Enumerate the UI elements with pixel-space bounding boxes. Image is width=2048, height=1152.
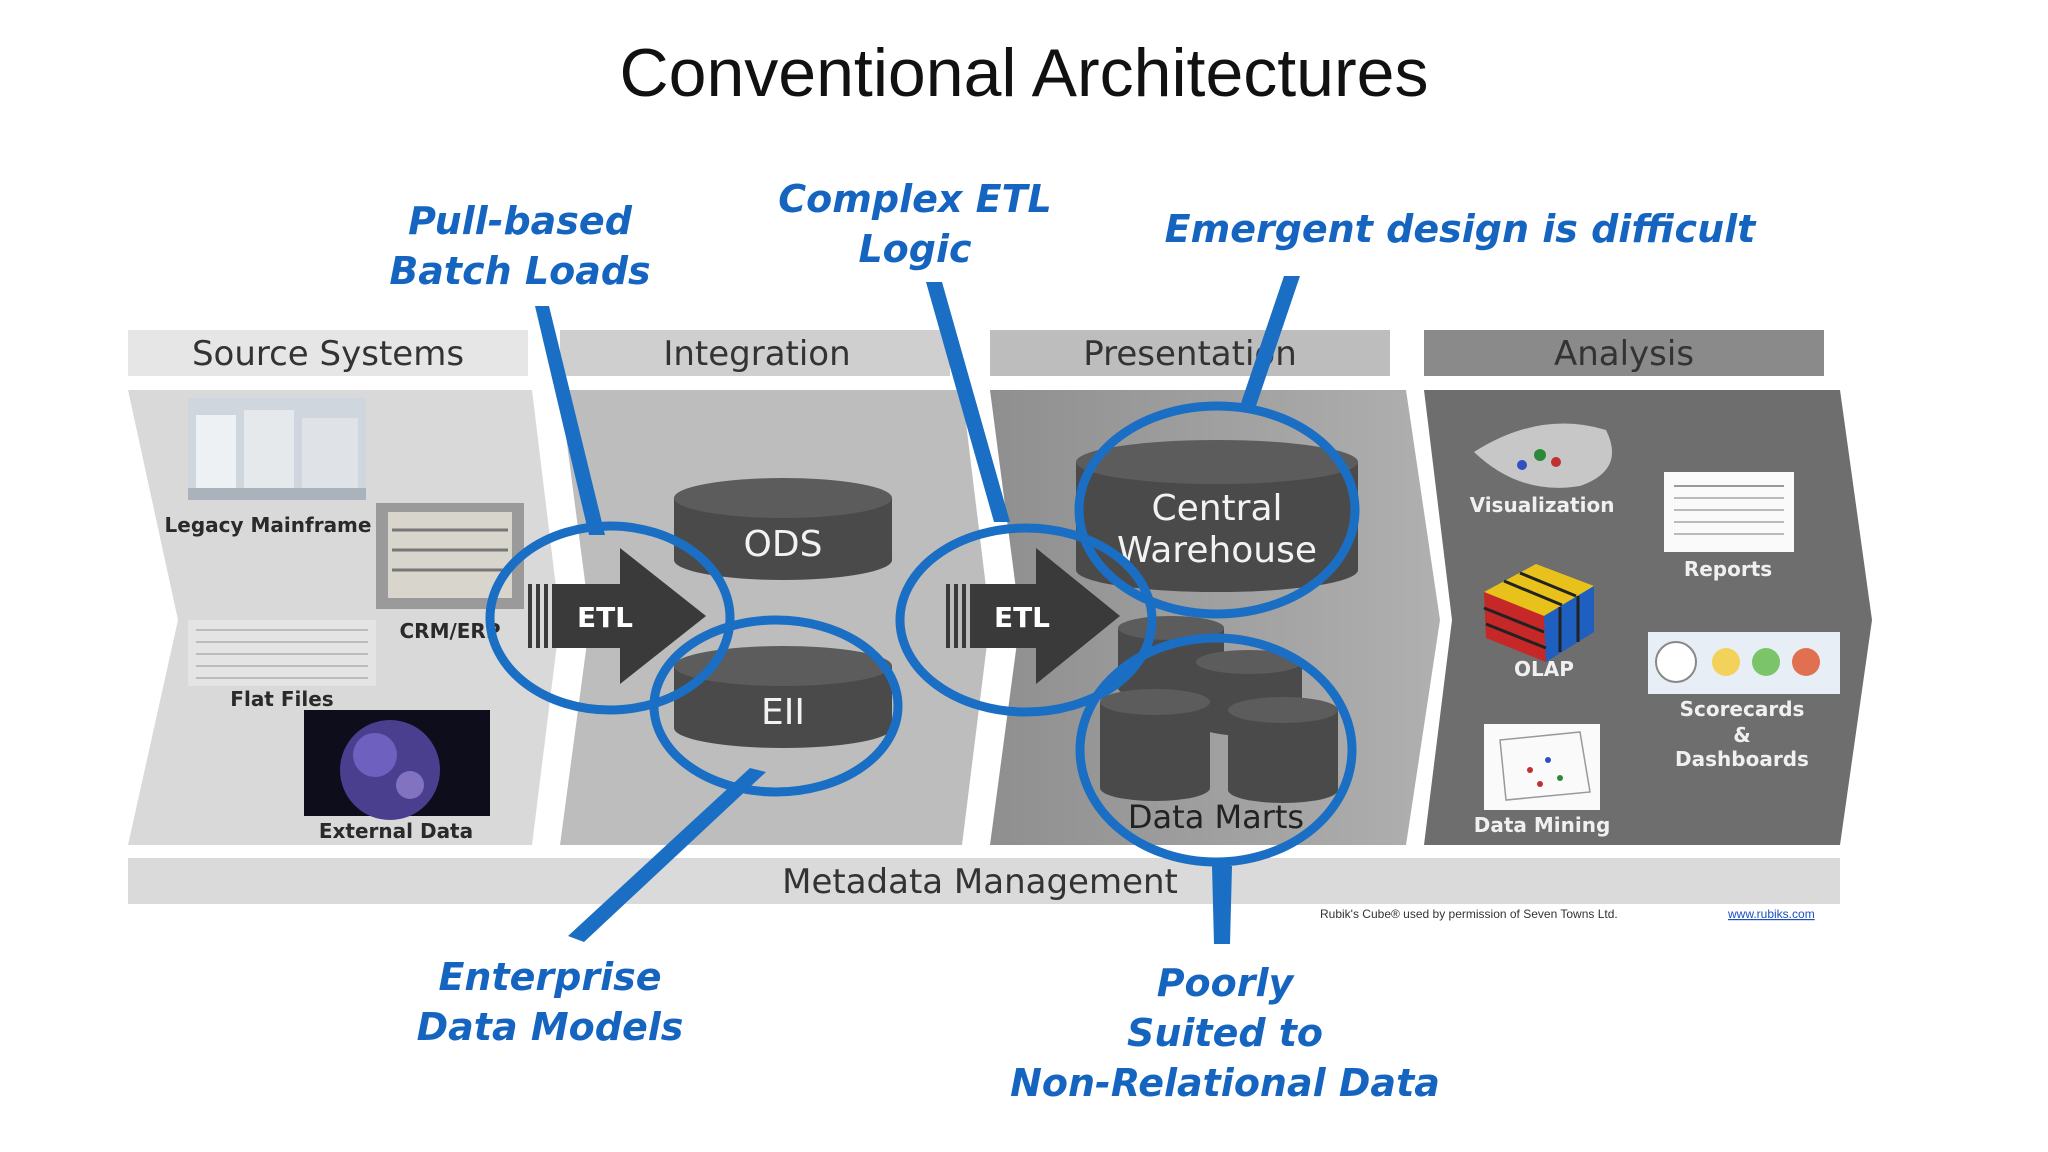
callout-circles xyxy=(485,401,1360,867)
eii-label: EII xyxy=(761,692,805,733)
legacy-mainframe-label: Legacy Mainframe xyxy=(165,513,372,537)
legacy-mainframe-image xyxy=(188,398,366,500)
data-mining-label: Data Mining xyxy=(1474,813,1611,837)
callout-enterprise-line2: Data Models xyxy=(416,1005,684,1049)
crm-erp-label: CRM/ERP xyxy=(399,619,500,643)
ods-cylinder xyxy=(674,478,892,580)
visualization-label: Visualization xyxy=(1470,493,1615,517)
callout-complex-etl: Complex ETL Logic xyxy=(760,174,1070,274)
scorecards-label-1: Scorecards xyxy=(1680,697,1805,721)
crm-erp-image xyxy=(376,503,524,609)
olap-label: OLAP xyxy=(1514,657,1574,681)
metadata-bar xyxy=(128,858,1840,904)
scorecards-image xyxy=(1648,632,1840,694)
callout-poorly-line2: Suited to xyxy=(1126,1011,1324,1055)
callout-poorly-line3: Non-Relational Data xyxy=(1010,1061,1440,1105)
section-analysis: Analysis xyxy=(1554,334,1694,374)
central-warehouse-line2: Warehouse xyxy=(1117,530,1317,571)
source-header-bar xyxy=(128,330,528,376)
presentation-header-bar xyxy=(990,330,1390,376)
credit-text: Rubik's Cube® used by permission of Seve… xyxy=(1320,907,1618,921)
callout-poorly-line1: Poorly xyxy=(1156,961,1294,1005)
scorecards-label-3: Dashboards xyxy=(1675,747,1809,771)
reports-image xyxy=(1664,472,1794,552)
ods-label: ODS xyxy=(744,524,823,565)
analysis-header-bar xyxy=(1424,330,1824,376)
callout-enterprise-line1: Enterprise xyxy=(438,955,662,999)
callout-pointers xyxy=(535,276,1300,944)
flat-files-image xyxy=(188,620,376,686)
etl-label-1: ETL xyxy=(577,601,633,634)
metadata-label: Metadata Management xyxy=(782,862,1178,902)
etl-arrow-2 xyxy=(946,548,1120,684)
central-warehouse-cylinder xyxy=(1076,440,1358,592)
callout-poorly-suited: Poorly Suited to Non-Relational Data xyxy=(1000,958,1450,1108)
callout-emergent-line1: Emergent design is difficult xyxy=(1164,207,1756,251)
integration-header-bar xyxy=(560,330,950,376)
reports-label: Reports xyxy=(1684,557,1772,581)
external-data-label: External Data xyxy=(319,819,473,843)
external-data-image xyxy=(304,710,490,820)
visualization-image xyxy=(1474,423,1613,488)
central-warehouse-line1: Central xyxy=(1151,488,1282,529)
data-mart-cylinders xyxy=(1100,616,1338,803)
data-marts-label: Data Marts xyxy=(1128,798,1304,836)
callout-pull-based: Pull-based Batch Loads xyxy=(380,196,660,296)
eii-cylinder xyxy=(674,646,892,748)
callout-complex-etl-line2: Logic xyxy=(858,227,972,271)
callout-complex-etl-line1: Complex ETL xyxy=(778,177,1052,221)
section-integration: Integration xyxy=(663,334,850,374)
callout-pull-based-line1: Pull-based xyxy=(408,199,632,243)
callout-emergent: Emergent design is difficult xyxy=(1160,204,1760,254)
callout-enterprise: Enterprise Data Models xyxy=(400,952,700,1052)
etl-label-2: ETL xyxy=(994,601,1050,634)
etl-arrow-1 xyxy=(528,548,706,684)
section-source: Source Systems xyxy=(192,334,464,374)
scorecards-label-2: & xyxy=(1733,723,1750,747)
data-mining-image xyxy=(1484,724,1600,810)
credit-link[interactable]: www.rubiks.com xyxy=(1727,907,1815,921)
flat-files-label: Flat Files xyxy=(230,687,333,711)
callout-pull-based-line2: Batch Loads xyxy=(389,249,651,293)
page-title: Conventional Architectures xyxy=(619,35,1429,111)
olap-cube-image xyxy=(1483,564,1594,662)
